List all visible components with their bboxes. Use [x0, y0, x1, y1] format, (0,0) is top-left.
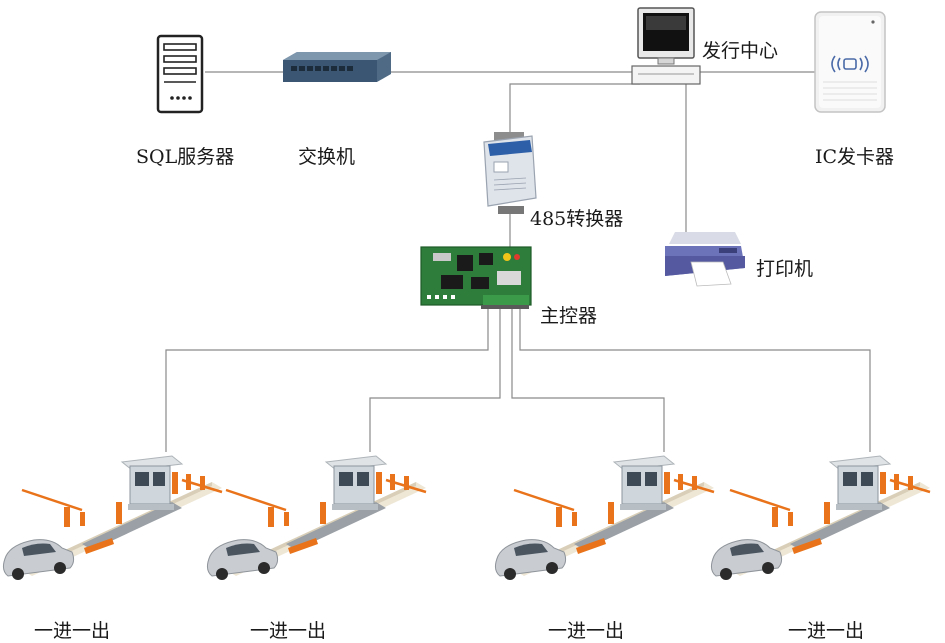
line-center-converter: [509, 83, 640, 138]
ic-card-reader-icon: [814, 11, 886, 113]
line-controller-lane3: [511, 308, 665, 452]
parking-lane-2: [206, 454, 428, 582]
circuit-board-icon: [420, 246, 532, 309]
printer-icon: [665, 232, 745, 287]
server-icon: [156, 34, 204, 114]
lane-1-label: 一进一出: [34, 620, 111, 642]
lane-3-label: 一进一出: [548, 620, 625, 642]
line-controller-lane2: [369, 308, 501, 452]
rs485-converter-icon: [483, 132, 537, 214]
card-reader-label: IC发卡器: [815, 146, 895, 168]
lane-4-label: 一进一出: [788, 620, 865, 642]
desktop-computer-icon: [631, 7, 701, 85]
issuing-center-label: 发行中心: [702, 40, 779, 62]
network-switch-icon: [283, 52, 391, 82]
switch-label: 交换机: [298, 146, 356, 168]
parking-lane-3: [494, 454, 716, 582]
printer-label: 打印机: [756, 258, 814, 280]
connection-lines: [165, 71, 871, 452]
converter-label: 485转换器: [530, 208, 624, 230]
parking-lane-4: [710, 454, 932, 582]
lane-2-label: 一进一出: [250, 620, 327, 642]
line-controller-lane1: [165, 308, 489, 452]
sql-server-label: SQL服务器: [136, 146, 235, 168]
line-controller-lane4: [519, 308, 871, 452]
parking-lane-1: [2, 454, 224, 582]
controller-label: 主控器: [540, 305, 598, 327]
